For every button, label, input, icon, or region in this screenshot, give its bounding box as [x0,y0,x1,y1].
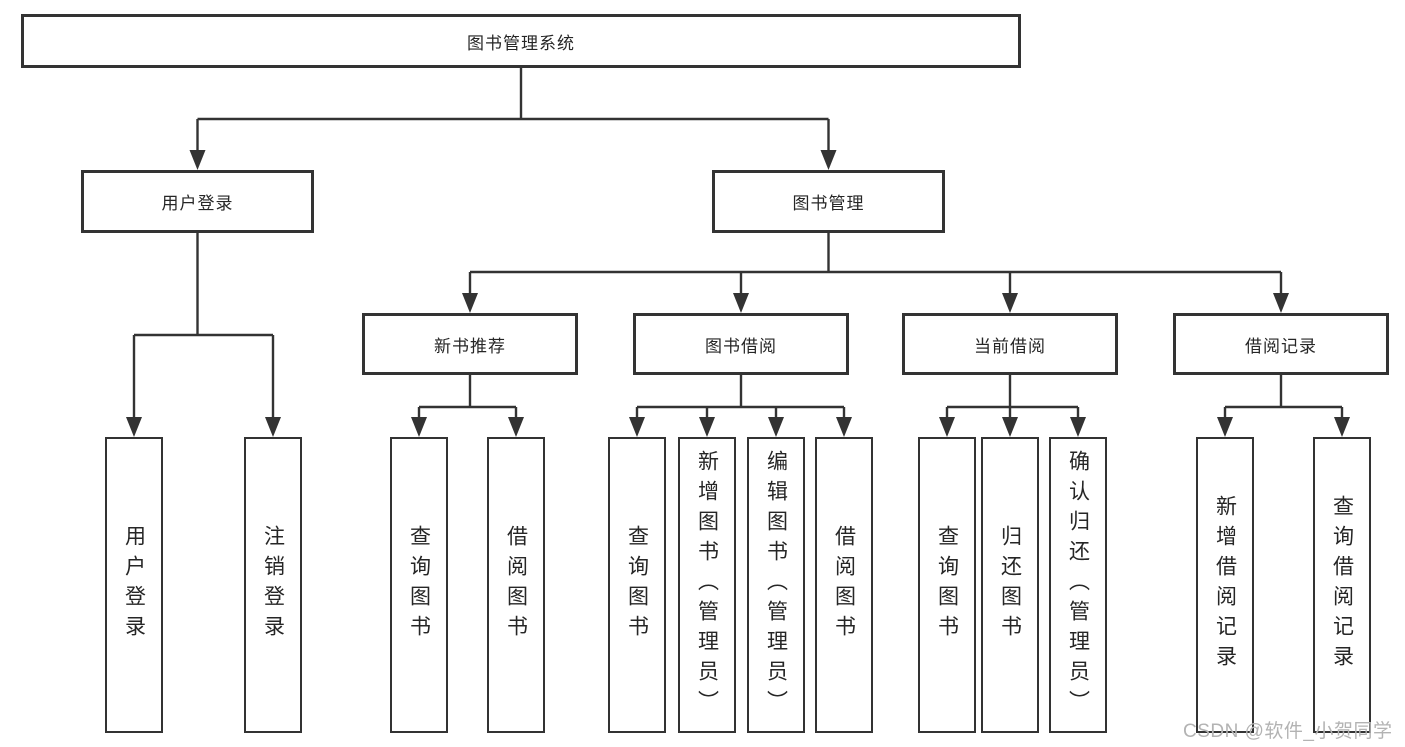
node-label: 归还图书 [998,525,1022,645]
leaf-add-books-admin: 新增图书（管理员） [678,437,736,733]
connector-root-to-level2 [196,68,830,150]
leaf-borrow-books-borrowing: 借阅图书 [815,437,873,733]
node-user-login: 用户登录 [81,170,314,233]
connector-current-borrowing-to-leaves [945,375,1080,417]
node-label: 用户登录 [161,194,234,213]
node-book-management: 图书管理 [712,170,945,233]
connector-user-login-to-leaves [132,233,275,417]
node-label: 新增借阅记录 [1213,495,1237,675]
node-label: 新增图书（管理员） [695,450,719,720]
node-label: 查询图书 [935,525,959,645]
leaf-query-borrow-record: 查询借阅记录 [1313,437,1371,733]
node-current-borrowing: 当前借阅 [902,313,1118,375]
connector-borrowing-records-to-leaves [1223,375,1344,417]
arrowheads-level3 [462,293,1289,313]
arrowheads-level2 [189,150,837,170]
leaf-logout: 注销登录 [244,437,302,733]
leaf-return-books: 归还图书 [981,437,1039,733]
leaf-confirm-return-admin: 确认归还（管理员） [1049,437,1107,733]
node-label: 注销登录 [261,525,285,645]
node-label: 借阅图书 [504,525,528,645]
node-book-borrowing: 图书借阅 [633,313,849,375]
node-borrowing-records: 借阅记录 [1173,313,1389,375]
leaf-query-books-current: 查询图书 [918,437,976,733]
node-label: 用户登录 [122,525,146,645]
leaf-query-books-borrowing: 查询图书 [608,437,666,733]
node-label: 借阅记录 [1245,336,1317,356]
node-label: 查询图书 [407,525,431,645]
node-new-book-recommendation: 新书推荐 [362,313,578,375]
node-library-management-system: 图书管理系统 [21,14,1021,68]
connector-book-management-to-level3 [468,233,1283,293]
csdn-watermark: CSDN @软件_小贺同学 [1183,721,1393,742]
leaf-query-books-recommendation: 查询图书 [390,437,448,733]
node-label: 新书推荐 [434,336,506,356]
node-label: 编辑图书（管理员） [764,450,788,720]
arrowheads-leaf-row [411,417,1350,437]
connector-book-borrowing-to-leaves [635,375,846,417]
leaf-borrow-books-recommendation: 借阅图书 [487,437,545,733]
node-label: 当前借阅 [974,336,1046,356]
node-label: 查询借阅记录 [1330,495,1354,675]
arrowheads-user-login-leaves [126,417,281,437]
leaf-add-borrow-record: 新增借阅记录 [1196,437,1254,733]
connector-new-book-recommendation-to-leaves [417,375,518,417]
node-label: 确认归还（管理员） [1066,450,1090,720]
node-label: 图书管理 [792,194,865,213]
node-label: 查询图书 [625,525,649,645]
node-label: 图书借阅 [705,336,777,356]
node-label: 借阅图书 [832,525,856,645]
leaf-edit-books-admin: 编辑图书（管理员） [747,437,805,733]
node-label: 图书管理系统 [467,33,575,53]
leaf-user-login: 用户登录 [105,437,163,733]
